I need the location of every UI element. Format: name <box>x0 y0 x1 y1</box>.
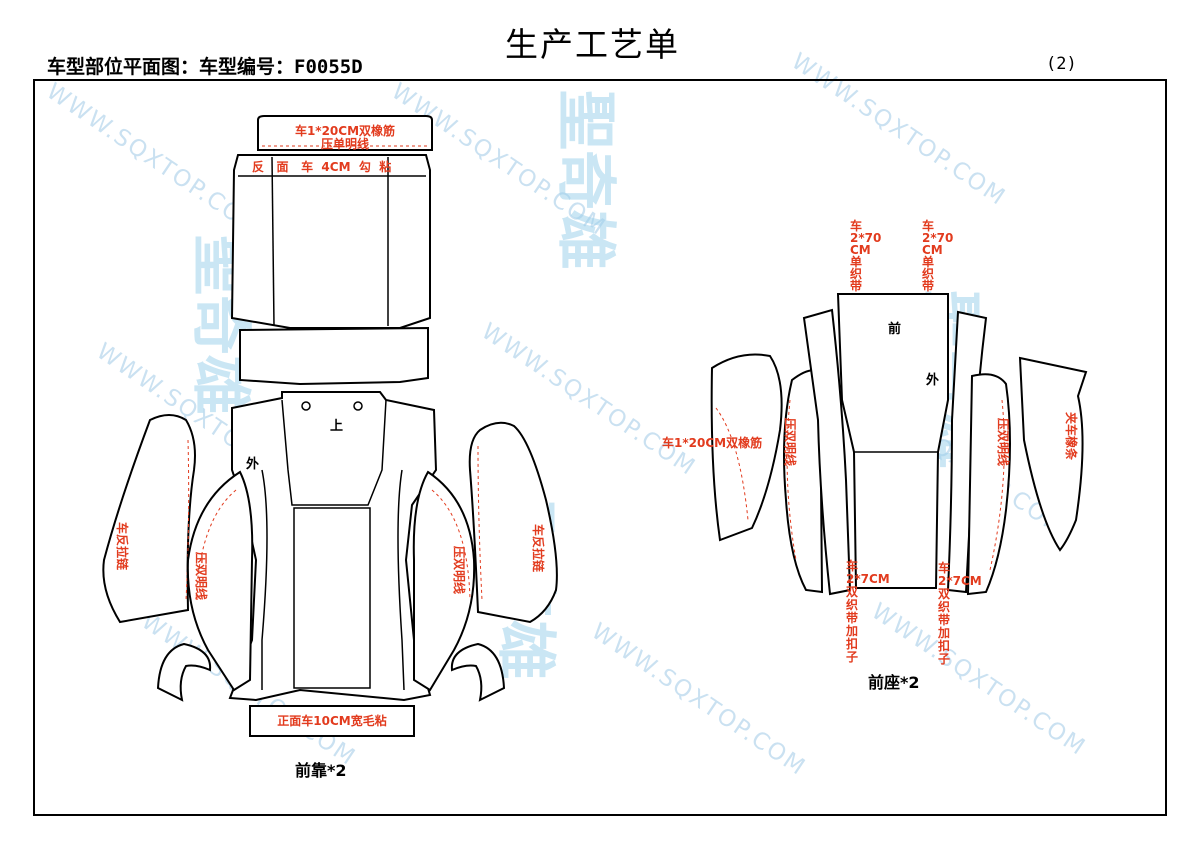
back-center-piece <box>228 391 438 702</box>
label-seat-wai: 外 <box>925 372 939 388</box>
label-seat-left-press: 压双明线 <box>783 418 798 466</box>
model-header: 车型部位平面图：车型编号：F0055D <box>47 56 363 78</box>
back-main-panel <box>230 154 431 329</box>
drawing-frame <box>33 79 1167 816</box>
left-hook-piece <box>156 642 212 702</box>
top-band-piece <box>257 115 433 151</box>
label-bottom-band: 正面车10CM宽毛粘 <box>277 713 386 728</box>
middle-band-piece <box>239 326 429 386</box>
label-wai: 外 <box>245 456 259 472</box>
front-seat-caption: 前座*2 <box>868 673 920 692</box>
left-gusset-piece <box>186 470 254 692</box>
label-seat-left-elastic: 车1*20CM双橡筋 <box>662 435 762 450</box>
right-hook-piece <box>450 642 506 702</box>
label-qian: 前 <box>888 321 901 337</box>
label-top-band-2: 压单明线 <box>321 136 369 151</box>
watermark-url: WWW.SQXTOP.COM <box>42 78 266 241</box>
label-top-band: 车1*20CM双橡筋 <box>295 123 395 138</box>
front-back-caption: 前靠*2 <box>295 761 347 780</box>
seat-far-left-piece <box>710 353 783 542</box>
label-right-press: 压双明线 <box>452 546 467 594</box>
seat-right-gusset <box>966 373 1011 596</box>
watermark-url: WWW.SQXTOP.COM <box>587 618 811 781</box>
right-side-piece <box>468 421 558 624</box>
label-left-side: 车反拉链 <box>115 522 130 571</box>
watermark-url: WWW.SQXTOP.COM <box>787 48 1011 211</box>
seat-center-panel <box>836 293 949 589</box>
label-seat-right-side: 夹车橡条 <box>1064 412 1079 461</box>
label-panel-top: 反 面 车 4CM 勾 粘 <box>252 159 391 174</box>
watermark-logo: 聖奇雄 <box>550 90 620 270</box>
seat-far-right-piece <box>1018 356 1088 552</box>
label-shang: 上 <box>330 419 343 434</box>
front-back-group: 车1*20CM双橡筋 压单明线 反 面 车 4CM 勾 粘 上 外 车反拉链 压… <box>102 115 558 780</box>
page-title: 生产工艺单 <box>505 25 680 64</box>
label-left-press: 压双明线 <box>194 552 209 600</box>
label-seat-right-press: 压双明线 <box>996 418 1011 466</box>
label-right-side: 车反拉链 <box>531 524 546 573</box>
page-number: (2) <box>1046 54 1077 74</box>
left-side-piece <box>102 414 196 624</box>
seat-left-strip <box>802 308 852 596</box>
right-gusset-piece <box>412 470 476 692</box>
bottom-band-piece <box>249 705 415 737</box>
